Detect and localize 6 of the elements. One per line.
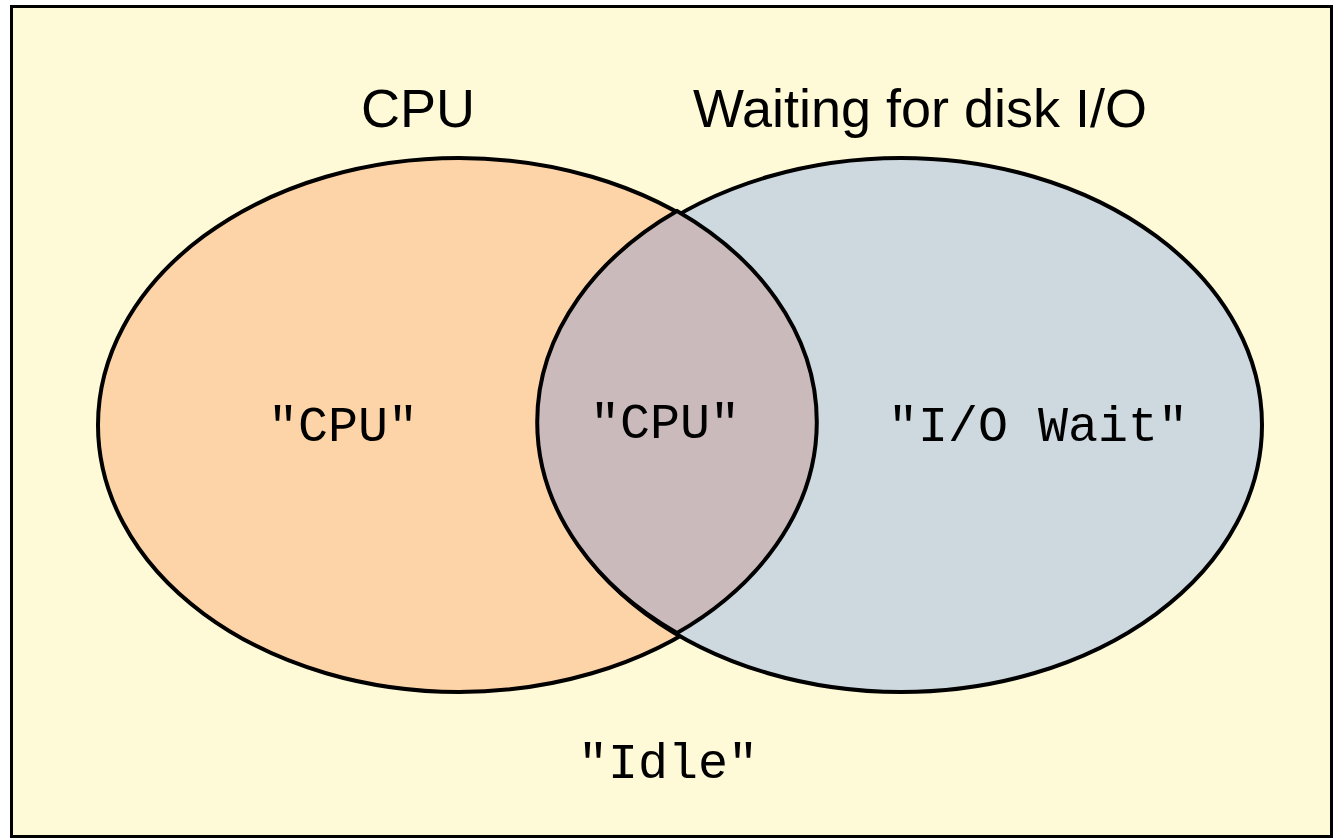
region-label: "CPU" [590, 400, 741, 450]
region-label: "Idle" [578, 740, 759, 790]
region-label: "CPU" [268, 403, 419, 453]
set-title: CPU [361, 81, 475, 135]
region-label: "I/O Wait" [888, 403, 1189, 453]
diagram-panel [10, 5, 1333, 838]
